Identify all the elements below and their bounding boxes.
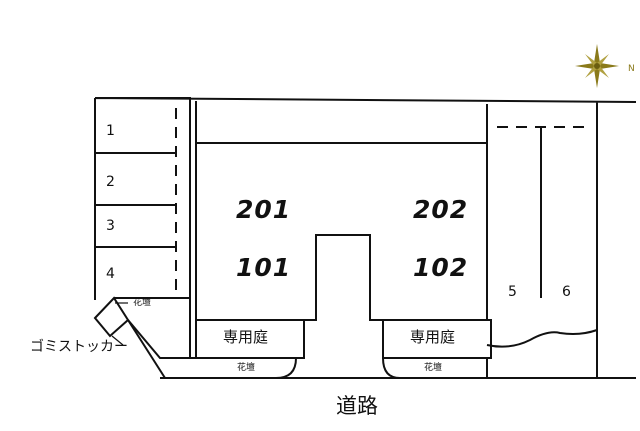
unit-102: 102	[413, 253, 469, 282]
unit-201: 201	[236, 195, 292, 224]
parking-area-left	[95, 97, 191, 358]
flower-bed-right-label: 花壇	[424, 363, 443, 373]
flower-bed-right	[382, 357, 488, 379]
private-garden-left-label: 専用庭	[223, 328, 269, 346]
garbage-stocker-label: ゴミストッカー	[30, 339, 128, 355]
compass-icon	[575, 44, 619, 88]
parking-area-right-curve	[486, 329, 598, 348]
garbage-stocker-box	[93, 296, 130, 338]
flower-bed-left-label: 花壇	[237, 363, 256, 373]
flower-bed-left	[160, 357, 298, 379]
site-boundary	[94, 97, 637, 379]
parking-stall-2: 2	[106, 174, 115, 190]
parking-stall-3: 3	[106, 218, 115, 234]
flower-bed-corner-label: 花壇	[133, 298, 152, 308]
unit-101: 101	[236, 253, 292, 282]
parking-stall-6: 6	[562, 284, 571, 300]
private-garden-right-label: 専用庭	[410, 328, 456, 346]
compass-label: N	[628, 64, 635, 74]
parking-stall-4: 4	[106, 266, 115, 282]
parking-stall-1: 1	[106, 123, 115, 139]
parking-stall-5: 5	[508, 284, 517, 300]
unit-202: 202	[413, 195, 469, 224]
road-label: 道路	[336, 394, 378, 418]
